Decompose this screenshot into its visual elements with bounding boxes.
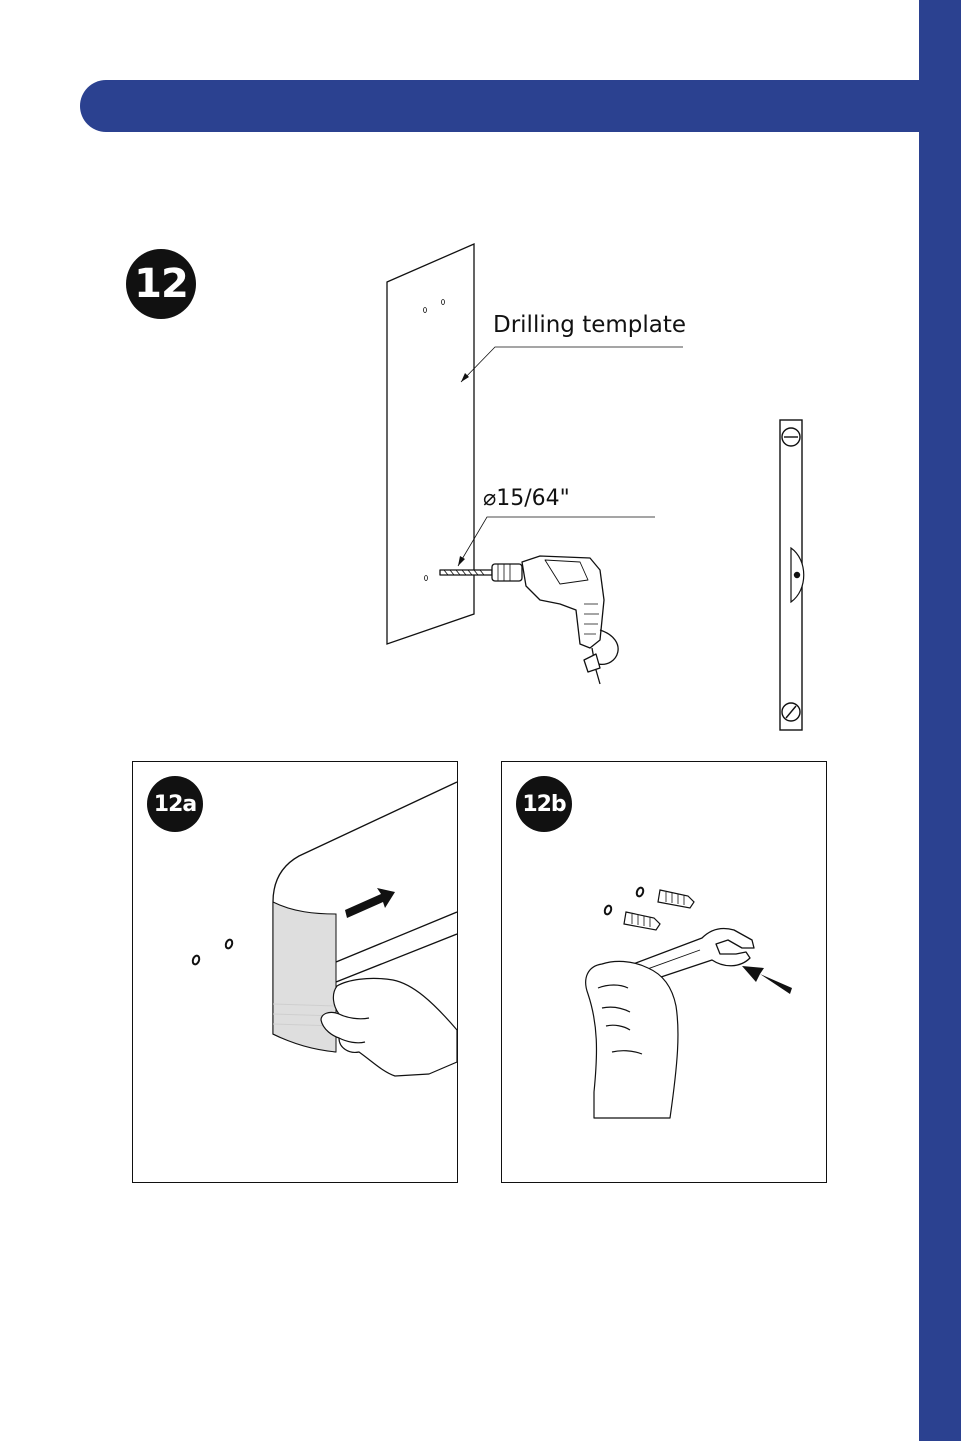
wall-icon xyxy=(133,762,457,1182)
hole-marks-icon xyxy=(192,939,234,966)
substep-b-panel: 12b xyxy=(501,761,827,1183)
hand-icon xyxy=(321,978,457,1076)
arrow-icon xyxy=(345,888,395,918)
hand-icon xyxy=(502,762,826,1182)
spirit-level-icon xyxy=(0,0,961,760)
substep-a-panel: 12a xyxy=(132,761,458,1183)
